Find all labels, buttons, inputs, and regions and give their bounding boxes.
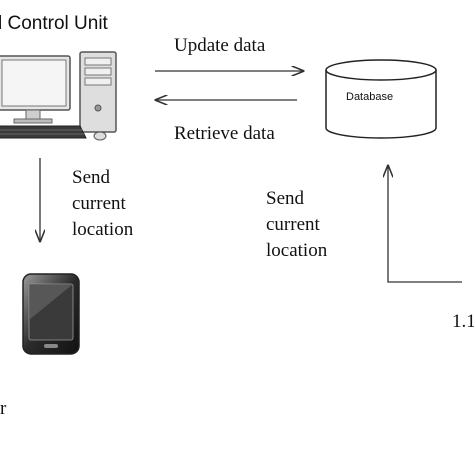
send-right-line-1: Send (266, 188, 304, 209)
send-right-line-2: current (266, 214, 320, 235)
control-unit-label: l Control Unit (0, 13, 108, 34)
send-left-line-3: location (72, 219, 134, 240)
send-right-line-3: location (266, 240, 328, 261)
database-label: Database (346, 91, 394, 103)
send-left-line-2: current (72, 193, 126, 214)
desktop-computer-icon (0, 51, 117, 141)
send-location-right-label: Send current location (266, 186, 327, 264)
retrieve-data-label: Retrieve data (174, 123, 275, 144)
send-location-up-arrow (388, 166, 462, 283)
send-location-left-label: Send current location (72, 165, 133, 243)
send-left-line-1: Send (72, 167, 110, 188)
smartphone-icon (22, 273, 80, 355)
update-data-label: Update data (174, 35, 266, 56)
bottom-left-fragment: r (0, 398, 7, 419)
database-cylinder-icon (325, 59, 437, 139)
bottom-right-fragment: 1.1 (452, 311, 474, 332)
